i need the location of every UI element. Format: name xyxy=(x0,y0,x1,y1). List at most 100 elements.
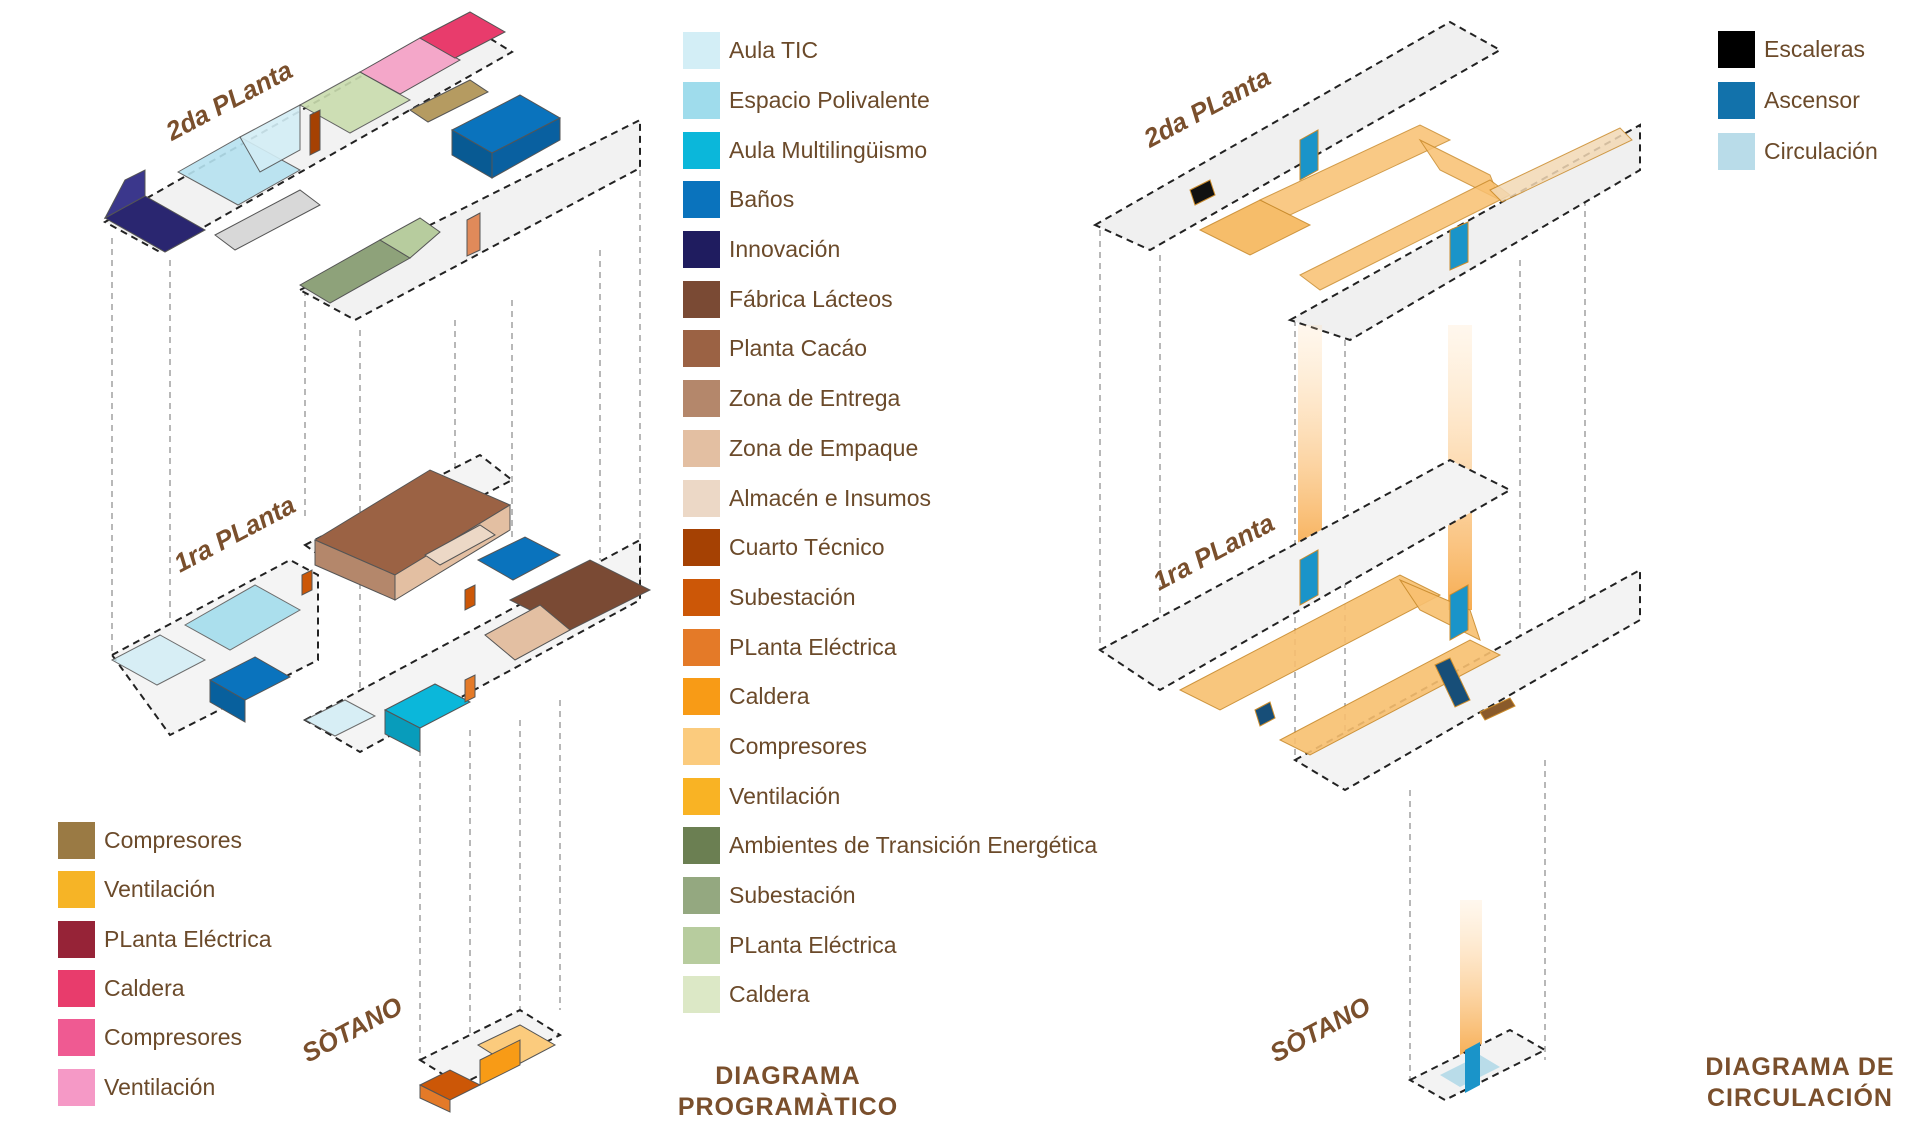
legend-swatch xyxy=(58,1068,95,1106)
legend-swatch xyxy=(58,822,95,860)
legend-swatch xyxy=(683,877,720,915)
legend-swatch xyxy=(683,777,720,815)
legend-label: Caldera xyxy=(729,683,810,710)
circulation-legend-item: Ascensor xyxy=(1718,75,1878,126)
legend-label: Ventilación xyxy=(104,876,216,903)
circulation-legend-item: Circulación xyxy=(1718,126,1878,177)
legend-swatch xyxy=(683,280,720,318)
programmatic-diagram xyxy=(102,11,652,1113)
programmatic-legend-item: Caldera xyxy=(683,970,1097,1020)
legend-swatch xyxy=(683,727,720,765)
legend-label: Subestación xyxy=(729,882,856,909)
programmatic-title-line1: DIAGRAMA xyxy=(715,1062,861,1090)
legend-label: Caldera xyxy=(104,975,185,1002)
legend-swatch xyxy=(683,380,720,418)
programmatic-legend-item: Aula TIC xyxy=(683,26,1097,76)
legend-label: Zona de Entrega xyxy=(729,385,901,412)
programmatic-legend-item: PLanta Eléctrica xyxy=(683,920,1097,970)
legend-swatch xyxy=(1718,82,1755,119)
programmatic-legend-item: Ambientes de Transición Energética xyxy=(683,821,1097,871)
legend-swatch xyxy=(683,82,720,120)
programmatic-legend-item: Zona de Entrega xyxy=(683,374,1097,424)
programmatic-legend-item: Espacio Polivalente xyxy=(683,76,1097,126)
basement-legend-item: PLanta Eléctrica xyxy=(58,915,271,964)
legend-swatch xyxy=(683,578,720,616)
legend-swatch xyxy=(683,32,720,70)
basement-legend-item: Compresores xyxy=(58,1013,271,1062)
second-floor-volumes xyxy=(103,11,562,304)
legend-label: Compresores xyxy=(729,732,868,759)
second-floor-right xyxy=(1092,20,1641,342)
basement-legend-item: Caldera xyxy=(58,964,271,1013)
programmatic-title-line2: PROGRAMÀTICO xyxy=(677,1093,899,1121)
legend-label: Innovación xyxy=(729,236,841,263)
legend-label: Ventilación xyxy=(104,1073,216,1100)
second-floor-circulation xyxy=(1189,124,1633,291)
programmatic-legend-item: Almacén e Insumos xyxy=(683,473,1097,523)
basement-legend-item: Compresores xyxy=(58,816,271,865)
legend-swatch xyxy=(58,970,95,1008)
legend-swatch xyxy=(683,429,720,467)
programmatic-legend-item: Zona de Empaque xyxy=(683,424,1097,474)
programmatic-legend-item: Baños xyxy=(683,175,1097,225)
programmatic-legend-item: Ventilación xyxy=(683,771,1097,821)
legend-swatch xyxy=(58,1019,95,1057)
legend-swatch xyxy=(683,976,720,1014)
legend-label: Fábrica Lácteos xyxy=(729,285,893,312)
circulation-title-line1: DIAGRAMA DE xyxy=(1705,1053,1895,1081)
legend-label: Ambientes de Transición Energética xyxy=(729,832,1098,859)
legend-swatch xyxy=(1718,31,1755,68)
programmatic-legend-item: Fábrica Lácteos xyxy=(683,274,1097,324)
legend-label: PLanta Eléctrica xyxy=(104,925,272,952)
programmatic-legend-item: Caldera xyxy=(683,672,1097,722)
legend-label: Circulación xyxy=(1764,138,1878,164)
programmatic-legend-item: Innovación xyxy=(683,225,1097,275)
basement-legend-item: Ventilación xyxy=(58,1062,271,1111)
programmatic-legend-item: PLanta Eléctrica xyxy=(683,622,1097,672)
circulation-legend-item: Escaleras xyxy=(1718,24,1878,75)
legend-label: Compresores xyxy=(104,827,243,854)
legend-swatch xyxy=(683,529,720,567)
circulation-diagram xyxy=(1092,20,1641,1102)
legend-label: Ascensor xyxy=(1764,87,1860,113)
legend-swatch xyxy=(683,926,720,964)
programmatic-legend-item: Aula Multilingüismo xyxy=(683,125,1097,175)
legend-swatch xyxy=(683,231,720,269)
legend-swatch xyxy=(683,330,720,368)
circulation-title: DIAGRAMA DE CIRCULACIÓN xyxy=(1690,1052,1910,1114)
first-floor-volumes xyxy=(110,469,652,753)
programmatic-legend-item: Subestación xyxy=(683,871,1097,921)
programmatic-legend-item: Subestación xyxy=(683,573,1097,623)
legend-label: Caldera xyxy=(729,981,810,1008)
legend-label: Planta Cacáo xyxy=(729,335,868,362)
legend-swatch xyxy=(1718,133,1755,170)
legend-label: Aula Multilingüismo xyxy=(729,136,928,163)
legend-swatch xyxy=(683,479,720,517)
legend-swatch xyxy=(683,181,720,219)
legend-label: Zona de Empaque xyxy=(729,434,919,461)
legend-label: Aula TIC xyxy=(729,37,819,64)
legend-swatch xyxy=(683,678,720,716)
legend-swatch xyxy=(683,827,720,865)
legend-label: PLanta Eléctrica xyxy=(729,931,897,958)
legend-label: Ventilación xyxy=(729,782,841,809)
basement-elevator xyxy=(1465,1042,1480,1093)
legend-swatch xyxy=(683,131,720,169)
programmatic-legend-item: Compresores xyxy=(683,722,1097,772)
legend-label: Escaleras xyxy=(1764,36,1865,62)
legend-label: Almacén e Insumos xyxy=(729,484,931,511)
legend-label: Espacio Polivalente xyxy=(729,87,930,114)
legend-label: Subestación xyxy=(729,583,856,610)
legend-label: Baños xyxy=(729,186,795,213)
legend-label: Cuarto Técnico xyxy=(729,534,885,561)
legend-label: PLanta Eléctrica xyxy=(729,633,897,660)
vertical-beam-1 xyxy=(1298,325,1322,560)
legend-label: Compresores xyxy=(104,1024,243,1051)
first-floor-circulation xyxy=(1178,549,1516,756)
programmatic-legend-item: Planta Cacáo xyxy=(683,324,1097,374)
vertical-beam-3 xyxy=(1460,900,1482,1060)
